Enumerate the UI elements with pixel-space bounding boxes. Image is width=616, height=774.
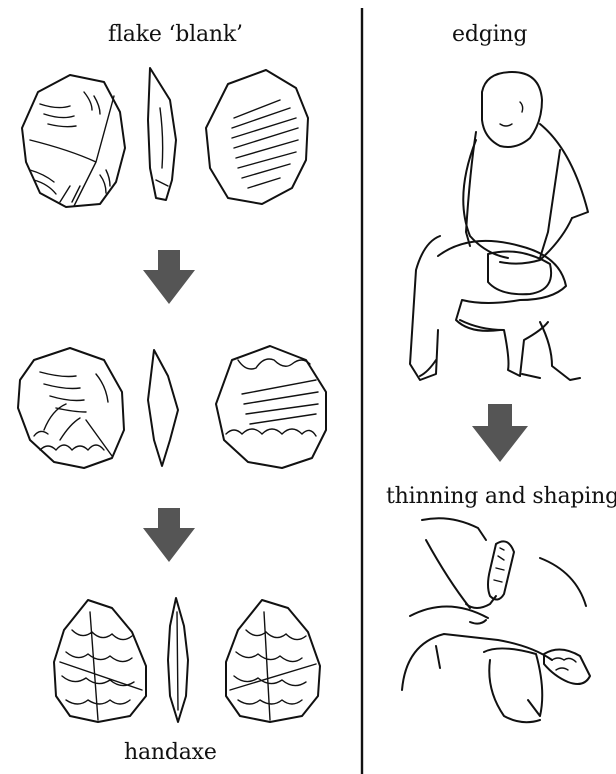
- handaxe-face-right: [226, 600, 320, 722]
- down-arrow-icon: [143, 250, 195, 304]
- edged-face-right: [216, 346, 326, 468]
- down-arrow-icon: [143, 508, 195, 562]
- edged-face-left: [18, 348, 124, 468]
- handaxe-face-left: [54, 600, 146, 722]
- thinning-shaping-illustration: [402, 518, 590, 722]
- down-arrow-icon: [472, 404, 528, 462]
- flake-blank-face-right: [206, 70, 308, 204]
- edging-knapper-illustration: [410, 72, 588, 380]
- flake-blank-face-left: [22, 75, 125, 207]
- handaxe-profile: [168, 598, 188, 722]
- flake-blank-profile: [148, 68, 176, 200]
- edged-profile: [148, 350, 178, 466]
